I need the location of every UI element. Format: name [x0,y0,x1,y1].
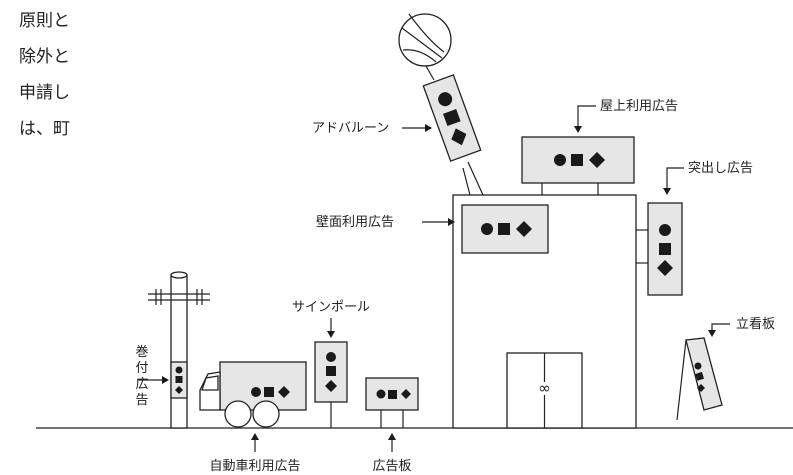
square-mark [388,390,397,399]
square-mark [264,387,274,397]
paragraph-line-2: 除外と [19,47,70,67]
arrowhead-signpole [327,331,335,338]
adballoon-rope-2 [462,167,471,196]
diamond-mark [278,386,290,398]
arrowhead-rooftop [574,126,582,133]
circle-mark [694,362,702,370]
pole-body [170,274,188,429]
label-signpole: サインポール [292,300,370,315]
square-mark [443,109,461,127]
vehicle-wheel-front [224,400,252,428]
label-rooftop: 屋上利用広告 [600,99,678,114]
diamond-mark [401,389,411,399]
diamond-mark [589,152,605,168]
label-standing: 立看板 [736,316,775,332]
arrow-projecting [666,167,684,190]
label-wrapped-char: 巻 [135,345,148,360]
arrow-standing [711,323,730,332]
diamond-mark [657,260,673,276]
paragraph-line-1: 原則と [19,11,70,31]
adballoon [398,13,484,196]
utility-pole [148,271,210,429]
square-mark [695,371,705,381]
diamond-mark [697,384,705,392]
vehicle-wheel-rear [252,400,280,428]
circle-mark [251,387,261,397]
arrowhead-standing [708,330,716,337]
label-projecting: 突出し広告 [688,160,753,176]
square-mark [571,154,583,166]
label-wrapped-text: 巻付広告 [135,345,148,408]
diamond-mark [325,380,337,392]
circle-mark [326,352,336,362]
paragraph-line-3: 申請し [19,83,70,103]
label-wrapped-char: 付 [135,361,148,376]
door-handle-symbol: ∞ [538,379,551,397]
diamond-mark [175,386,183,394]
balloon-tether [425,65,435,81]
balloon [398,13,452,67]
arrowhead-adballoon [425,124,432,132]
paragraph-fragment-text: 原則と 除外と 申請し は、町 [19,11,70,139]
vehicle [199,361,307,428]
square-mark [175,376,183,383]
label-board: 広告板 [372,459,411,474]
label-vehicle: 自動車利用広告 [209,459,300,474]
arrowhead-projecting [663,188,671,195]
vehicle-window [201,375,219,391]
label-wrapped: 巻付広告 [135,345,148,408]
circle-mark [438,92,453,107]
diamond-mark [451,128,467,146]
paragraph-line-4: は、町 [19,119,70,139]
label-wall: 壁面利用広告 [316,215,394,230]
square-mark [659,243,671,255]
standing-leg-back [676,339,687,421]
circle-mark [481,223,493,235]
adballoon-banner [422,74,482,162]
arrowhead-vehicle [251,433,259,440]
circle-mark [175,366,183,374]
circle-mark [554,154,566,166]
arrowhead-wrapped [162,376,169,384]
pole-top [170,271,188,279]
door-handle-bg [536,382,553,395]
label-adballoon: アドバルーン [312,121,389,136]
arrowhead-board [388,433,396,440]
square-mark [326,366,336,376]
standing-signboard [676,337,723,421]
balloon-lines [401,13,445,63]
arrowhead-wall [448,218,455,226]
circle-mark [376,389,386,399]
arrow-rooftop [577,105,596,128]
label-wrapped-char: 広 [135,377,148,392]
standing-board-panel [685,337,723,411]
adballoon-rope [467,161,484,196]
label-wrapped-char: 告 [135,393,148,408]
circle-mark [659,224,671,236]
square-mark [498,223,510,235]
diamond-mark [516,221,532,237]
